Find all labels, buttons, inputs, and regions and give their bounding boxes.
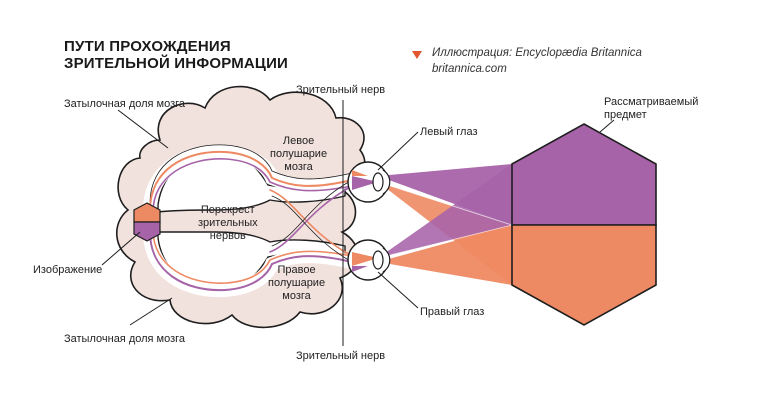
right-eye xyxy=(347,239,391,281)
label-optic-nerve-top: Зрительный нерв xyxy=(296,84,386,96)
credit-line1: Иллюстрация: Encyclopædia Britannica xyxy=(432,47,642,59)
credit: Иллюстрация: Encyclopædia Britannica bri… xyxy=(432,45,642,77)
label-left-eye: Левый глаз xyxy=(420,126,478,138)
light-rays xyxy=(377,164,513,285)
label-occipital-top: Затылочная доля мозга xyxy=(64,98,186,110)
label-right-eye: Правый глаз xyxy=(420,306,485,318)
viewed-object xyxy=(511,123,657,326)
credit-triangle-icon xyxy=(412,51,422,59)
label-viewed-object: Рассматриваемый предмет xyxy=(604,96,699,121)
leader-lines xyxy=(101,109,615,326)
label-chiasm: Перекрест зрительных нервов xyxy=(198,204,258,242)
label-image: Изображение xyxy=(33,264,103,276)
label-left-hemisphere: Левое полушарие мозга xyxy=(270,135,328,173)
optic-pathways xyxy=(143,144,359,298)
brain xyxy=(115,85,366,329)
label-occipital-bottom: Затылочная доля мозга xyxy=(64,333,186,345)
diagram-title: ПУТИ ПРОХОЖДЕНИЯ ЗРИТЕЛЬНОЙ ИНФОРМАЦИИ xyxy=(64,38,289,72)
visual-cortex-image xyxy=(133,202,161,242)
label-right-hemisphere: Правое полушарие мозга xyxy=(268,264,326,302)
credit-line2: britannica.com xyxy=(432,63,507,75)
label-optic-nerve-bottom: Зрительный нерв xyxy=(296,350,386,362)
left-eye xyxy=(347,161,391,203)
